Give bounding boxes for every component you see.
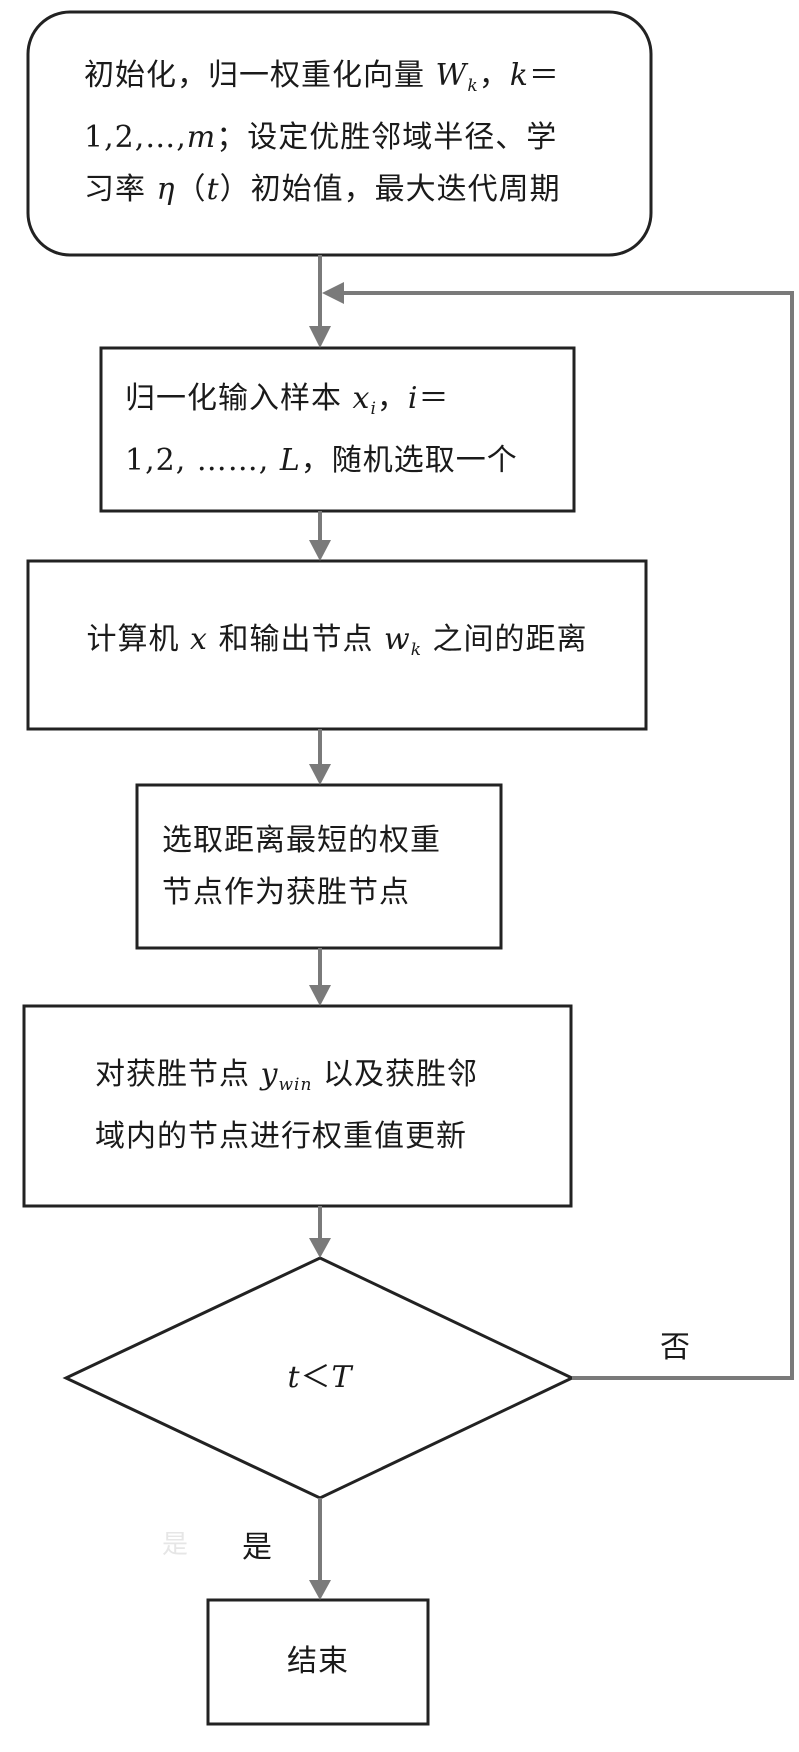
arrowhead-loop (322, 282, 344, 304)
arrowhead-distance (309, 540, 331, 561)
normalize-line-2: 1,2, ……, L，随机选取一个 (125, 443, 518, 478)
select-text: 选取距离最短的权重 节点作为获胜节点 (162, 785, 492, 948)
edge-label-yes: 是 (242, 1530, 272, 1565)
select-line-2: 节点作为获胜节点 (162, 874, 410, 910)
arrowhead-decision (309, 1238, 331, 1258)
update-line-1: 对获胜节点 ywin 以及获胜邻 (95, 1057, 478, 1095)
decision-condition: t＜T (287, 1360, 353, 1395)
end-label: 结束 (287, 1644, 349, 1679)
end-text: 结束 (208, 1600, 428, 1724)
end-box (206, 1598, 430, 1726)
normalize-line-1: 归一化输入样本 xi，i＝ (125, 381, 450, 419)
init-box (26, 10, 653, 257)
distance-text: 计算机 x 和输出节点 wk 之间的距离 (28, 561, 646, 729)
init-line-3: 习率 η（t）初始值，最大迭代周期 (84, 172, 561, 207)
update-text: 对获胜节点 ywin 以及获胜邻 域内的节点进行权重值更新 (95, 1006, 565, 1206)
arrowhead-select (309, 764, 331, 785)
decision-text: t＜T (220, 1348, 420, 1408)
distance-box (26, 559, 648, 731)
edge-loop-back (342, 291, 794, 1380)
arrowhead-update (309, 985, 331, 1006)
init-text: 初始化，归一权重化向量 Wk，k＝ 1,2,…,m；设定优胜邻域半径、学 习率 … (84, 40, 644, 226)
normalize-box (99, 346, 576, 513)
update-line-2: 域内的节点进行权重值更新 (95, 1119, 467, 1154)
normalize-text: 归一化输入样本 xi，i＝ 1,2, ……, L，随机选取一个 (125, 366, 565, 494)
distance-line-1: 计算机 x 和输出节点 wk 之间的距离 (86, 622, 588, 660)
update-box (22, 1004, 573, 1208)
select-line-1: 选取距离最短的权重 (162, 822, 441, 858)
init-line-2: 1,2,…,m；设定优胜邻域半径、学 (84, 120, 558, 155)
arrowhead-normalize (309, 326, 331, 348)
arrowhead-end (309, 1580, 331, 1600)
init-line-1: 初始化，归一权重化向量 Wk，k＝ (84, 58, 560, 96)
edge-label-no: 否 (660, 1330, 690, 1365)
edge-label-yes-ghost: 是 (162, 1530, 189, 1560)
